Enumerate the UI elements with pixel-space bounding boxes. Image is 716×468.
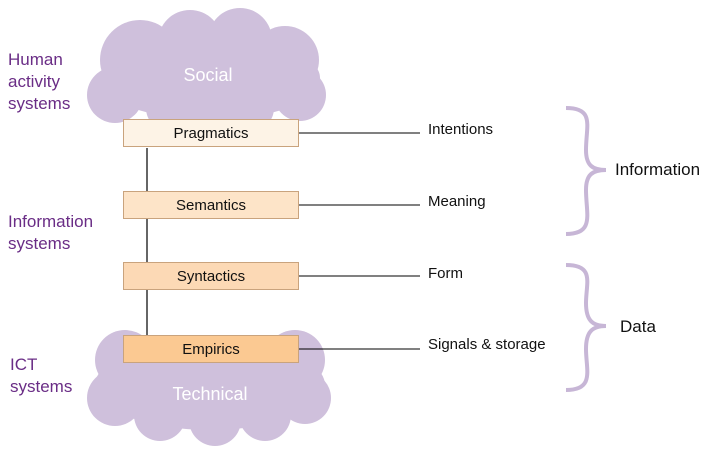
layer-box-pragmatics: Pragmatics [123,119,299,147]
ict-systems-label: ICT systems [10,355,73,396]
description-semantics: Meaning [428,193,486,210]
technical-cloud-label: Technical [172,384,248,404]
human-activity-systems-label: Human activity systems [8,50,71,113]
data-brace [565,263,607,392]
data-group-label: Data [620,317,656,336]
layer-box-empirics: Empirics [123,335,299,363]
layer-box-syntactics: Syntactics [123,262,299,290]
information-systems-label: Information systems [8,212,94,253]
description-empirics: Signals & storage [428,336,546,353]
description-pragmatics: Intentions [428,121,494,138]
social-cloud-label: Social [183,65,233,85]
description-syntactics: Form [428,265,463,282]
social-cloud [87,8,326,132]
information-group-label: Information [615,160,701,179]
layer-box-semantics: Semantics [123,191,299,219]
information-brace [565,106,607,236]
